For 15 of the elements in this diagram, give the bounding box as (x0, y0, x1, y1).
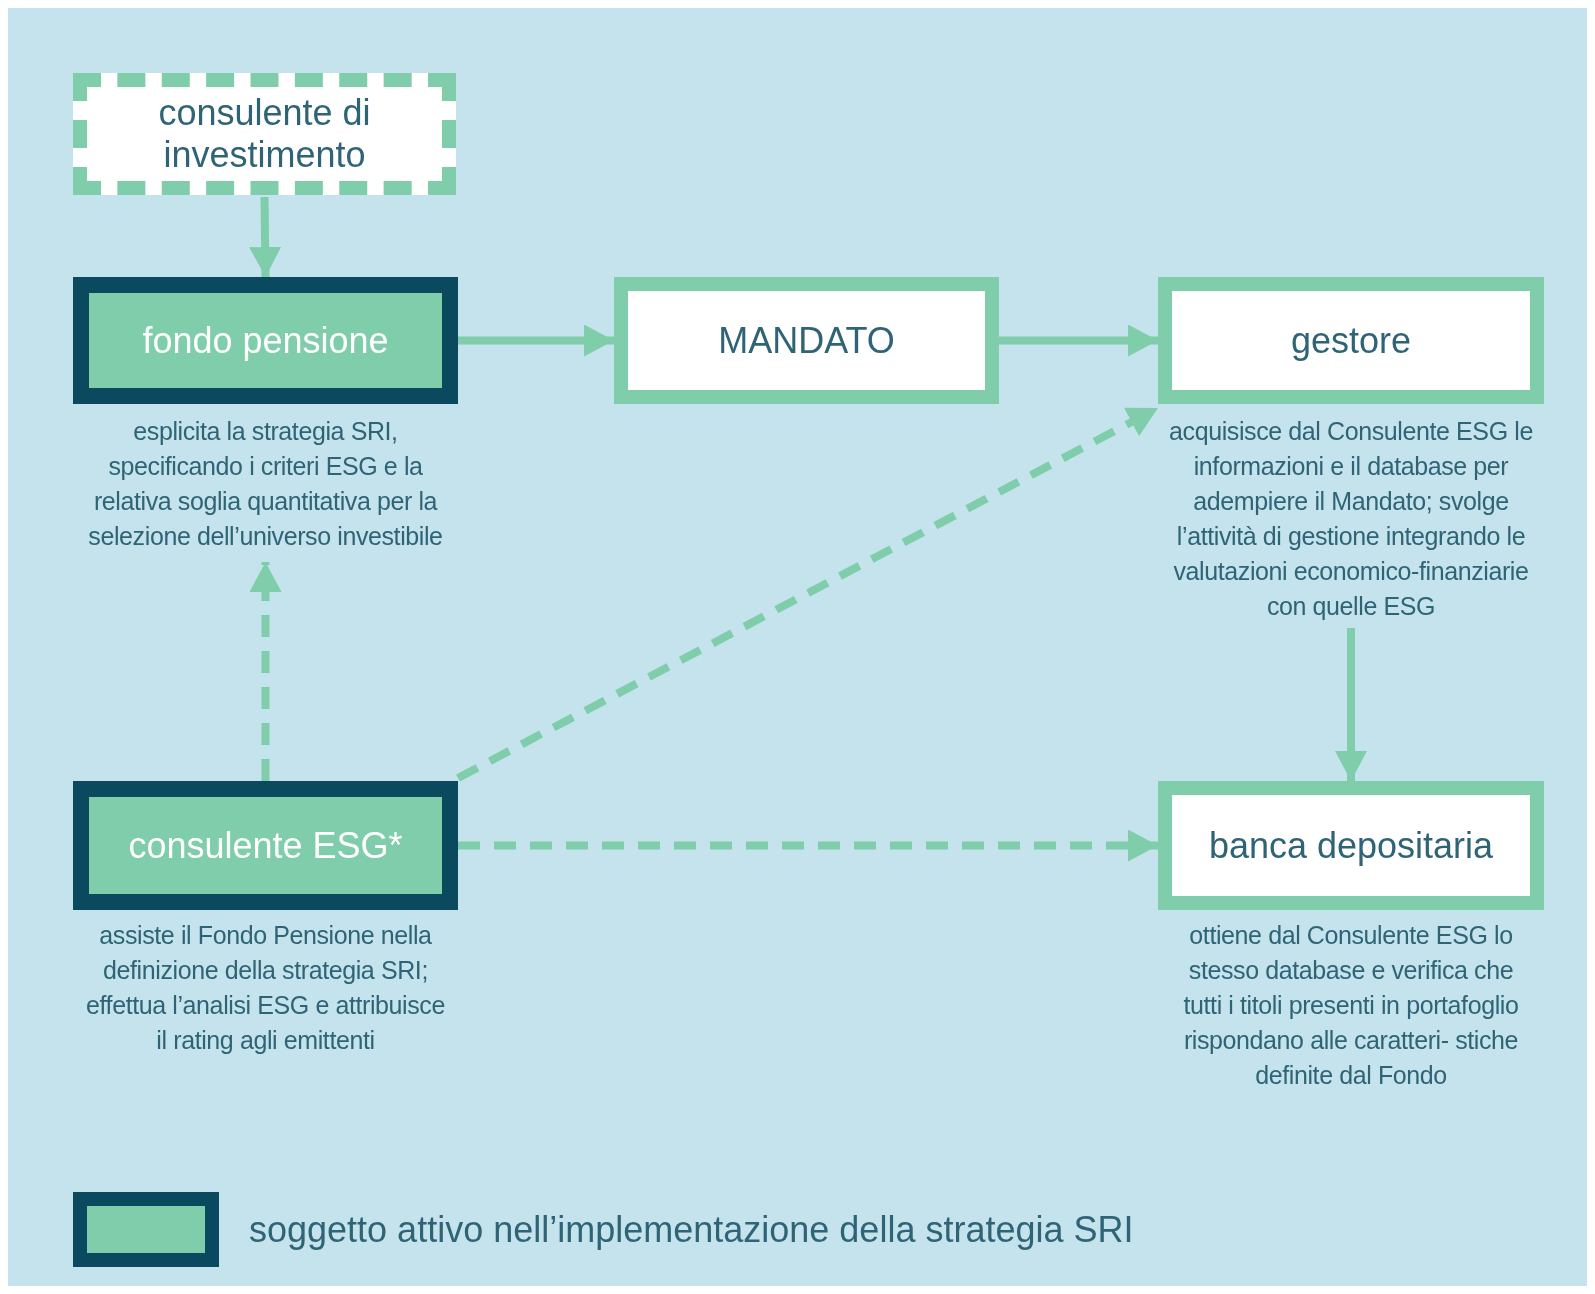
box-label: consulente di investimento (157, 92, 372, 176)
description-text: esplicita la strategia SRI, specificando i criteri ESG e la relativa soglia quantitativa per la selezione dell’universo investibile (87, 416, 444, 552)
box-label: consulente ESG* (128, 824, 403, 867)
description-text: acquisisce dal Consulente ESG le informazioni e il database per adempiere il Mandato; svolge l’attività di gestione integrando le valutazioni economico-finanziarie con quelle ESG (1168, 416, 1534, 622)
box-label: banca depositaria (1208, 824, 1494, 867)
box-label: gestore (1290, 319, 1412, 362)
arrow (249, 196, 282, 278)
box-label: fondo pensione (142, 319, 389, 362)
arrow (458, 829, 1158, 862)
description-text: ottiene dal Consulente ESG lo stesso database e verifica che tutti i titoli presenti in portafoglio rispondano alle caratteri- stiche definite dal Fondo (1182, 920, 1520, 1091)
arrow (458, 324, 614, 357)
description-text: assiste il Fondo Pensione nella definizione della strategia SRI; effettua l’analisi ESG e attribuisce il rating agli emittenti (85, 920, 446, 1056)
legend-text: soggetto attivo nell’implementazione della strategia SRI (249, 1207, 1134, 1252)
box-label: MANDATO (718, 319, 895, 362)
arrow (999, 324, 1158, 357)
